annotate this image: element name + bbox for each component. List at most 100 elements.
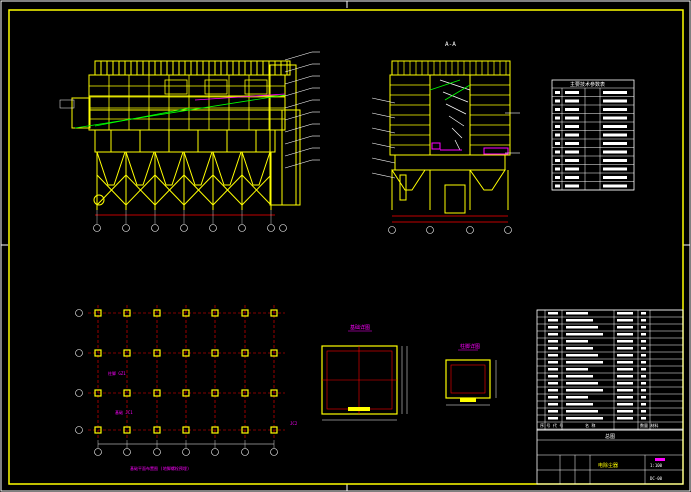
cell-text <box>603 167 627 171</box>
hopper <box>212 151 242 186</box>
column-footing <box>270 426 278 434</box>
cell-text <box>641 354 646 357</box>
column-footing <box>182 309 190 317</box>
cell-text <box>555 167 560 171</box>
axis-bubble <box>504 226 512 234</box>
access-door <box>204 79 228 95</box>
axis-bubble <box>241 448 249 456</box>
cell-text <box>565 167 579 171</box>
cell-text <box>566 347 593 350</box>
detail-column-base: 柱脚详图 <box>445 343 497 406</box>
detail2-title: 柱脚详图 <box>460 343 480 350</box>
column-footing <box>270 349 278 357</box>
cell-text <box>548 375 558 378</box>
brace <box>125 174 156 206</box>
cell-text <box>641 319 646 322</box>
leader-line <box>371 112 396 119</box>
cell-text <box>617 312 633 315</box>
cell-text <box>548 326 558 329</box>
cell-text <box>617 319 633 322</box>
column-footing <box>123 426 131 434</box>
axis-bubble <box>180 224 188 232</box>
cell-text <box>555 142 560 145</box>
cell-text <box>555 116 560 120</box>
axis-bubble <box>75 426 83 434</box>
cell-text <box>565 125 579 128</box>
cell-text <box>603 176 627 179</box>
column-footing <box>182 426 190 434</box>
cell-text <box>641 361 646 364</box>
brace <box>212 174 243 206</box>
cell-text <box>565 150 579 154</box>
title-block: 总图 电除尘器 1:100 DC-00 <box>536 429 684 485</box>
column-footing <box>123 349 131 357</box>
bom-footer-mid: 名 称 <box>585 422 595 428</box>
plan-note-2: 基础 JC1 <box>115 409 133 415</box>
axis-bubble <box>94 448 102 456</box>
column-footing <box>241 349 249 357</box>
axis-bubble <box>123 448 131 456</box>
cell-text <box>603 116 627 120</box>
column-footing <box>153 389 161 397</box>
axis-bubble <box>153 448 161 456</box>
cell-text <box>565 159 579 162</box>
plan-note-3: JC2 <box>290 421 298 426</box>
stair-flight <box>448 115 465 127</box>
leader-line <box>284 75 313 85</box>
cell-text <box>641 382 646 385</box>
cell-text <box>617 396 633 399</box>
cell-text <box>548 312 558 315</box>
cell-text <box>566 312 588 315</box>
cell-text <box>566 389 603 392</box>
axis-bubble <box>182 448 190 456</box>
leader-line <box>284 51 313 61</box>
column-footing <box>211 349 219 357</box>
cell-text <box>548 389 558 392</box>
axis-bubble <box>75 309 83 317</box>
cell-text <box>548 340 558 343</box>
leader-line <box>284 135 313 145</box>
cell-text <box>555 133 560 137</box>
drawing-border <box>8 9 684 485</box>
cell-text <box>565 108 579 111</box>
brace <box>241 174 272 206</box>
cell-text <box>566 354 598 357</box>
cell-text <box>555 150 560 154</box>
cell-text <box>641 333 646 336</box>
title-drawing-name: 总图 <box>605 433 615 440</box>
cell-text <box>617 361 633 364</box>
cell-text <box>603 108 627 111</box>
leader-line <box>371 157 396 164</box>
cell-text <box>548 361 558 364</box>
cell-text <box>617 417 633 420</box>
column-footing <box>153 426 161 434</box>
cell-text <box>566 333 603 336</box>
cell-text <box>603 125 627 128</box>
detail-foundation: 基础详图 <box>321 324 408 421</box>
plan-note-1: 柱脚 GZ1 <box>108 370 126 376</box>
column-footing <box>94 309 102 317</box>
cell-text <box>555 108 560 111</box>
cell-text <box>548 403 558 406</box>
hopper <box>241 151 271 186</box>
cell-text <box>641 389 646 392</box>
cell-text <box>565 176 579 179</box>
axis-bubble <box>466 226 474 234</box>
column-footing <box>123 309 131 317</box>
cell-text <box>548 396 558 399</box>
column-footing <box>270 309 278 317</box>
brace <box>96 174 127 206</box>
cell-text <box>566 361 603 364</box>
title-drawing-no: DC-00 <box>650 476 663 481</box>
leader-line <box>371 127 396 134</box>
cell-text <box>617 403 633 406</box>
cell-text <box>617 368 633 371</box>
cell-text <box>603 150 627 154</box>
cell-text <box>555 159 560 162</box>
stair-flight <box>445 103 467 115</box>
cell-text <box>603 133 627 137</box>
axis-bubble <box>93 224 101 232</box>
column-footing <box>241 389 249 397</box>
access-door <box>244 79 268 95</box>
